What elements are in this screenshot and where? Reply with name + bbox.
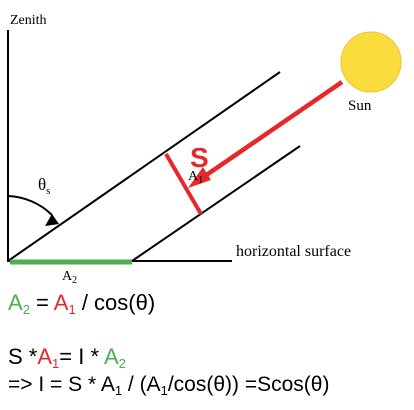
horizontal-surface-label: horizontal surface [236, 243, 351, 260]
a2-diagram-label: A2 [62, 269, 77, 286]
area-a1-segment [164, 152, 203, 216]
equation-result: => I = S * A1 / (A1/cos(θ)) =Scos(θ) [8, 373, 330, 398]
eq3-sub2: 1 [160, 383, 168, 398]
zenith-angle-arrowhead [45, 214, 59, 226]
eq2-mid: = I * [59, 344, 104, 369]
sun-ray-arrowhead [188, 167, 211, 188]
beam-line-upper [7, 71, 281, 262]
zenith-label: Zenith [10, 13, 47, 28]
sun-ray-shaft [200, 80, 344, 180]
eq1-equals: = [29, 290, 54, 315]
equation-area-relation: A2 = A1 / cos(θ) [8, 290, 156, 317]
zenith-angle-arc [7, 195, 53, 216]
eq1-cos: / cos(θ) [75, 290, 156, 315]
eq1-a2: A2 [8, 290, 30, 317]
eq3-pre: => I = S * A [8, 373, 115, 396]
eq2-a1: A1 [37, 344, 60, 371]
equation-energy-balance: S *A1= I * A2 [8, 344, 126, 371]
eq3-sub1: 1 [114, 383, 123, 398]
eq2-a2: A2 [103, 344, 126, 371]
sun-label: Sun [348, 98, 372, 114]
a1-diagram-label: A1 [188, 169, 203, 186]
sun-icon [340, 31, 402, 93]
eq2-s: S * [8, 344, 38, 369]
eq3-mid: / (A [122, 373, 161, 396]
zenith-angle-label: θs [38, 175, 50, 197]
irradiance-s-label: S [190, 142, 209, 173]
eq3-post: /cos(θ)) =Scos(θ) [167, 373, 330, 396]
eq1-a1: A1 [53, 290, 76, 317]
beam-line-lower [131, 145, 301, 262]
